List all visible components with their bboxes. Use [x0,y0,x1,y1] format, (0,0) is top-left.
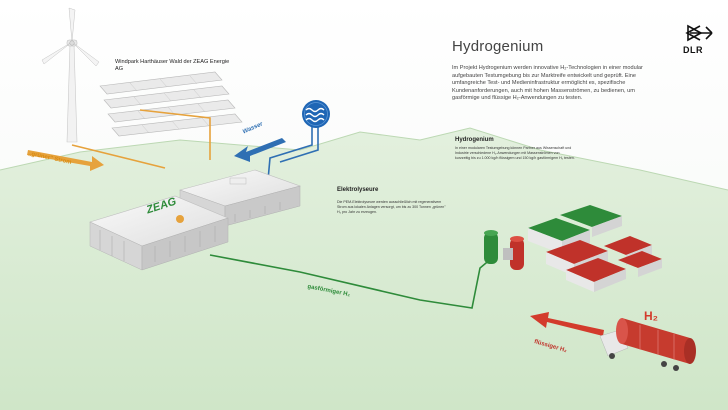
windpark-label: Windpark Harthäuser Wald der ZEAG Energi… [115,59,230,73]
electrolysis-text: Die PEM-Elektrolyseure werden ausschließ… [337,200,446,214]
h2-storage-tanks [484,230,524,270]
wasser-line [267,126,319,181]
truck-h2-label: H₂ [644,309,658,323]
electrolysis-heading: Elektrolyseure [337,187,379,193]
dlr-logo-text: DLR [683,45,703,55]
fluessig-arrow [530,312,604,336]
zeag-logo-dot [176,215,184,223]
gas-line [209,254,493,309]
hydrogenium-text: In einer modularen Testumgebung können P… [455,146,575,160]
strom-arrow [27,150,104,171]
electrolysis-building-front [89,195,229,271]
truck-icon [599,318,696,371]
hydrogenium-heading: Hydrogenium [455,137,494,143]
dlr-logo-icon [685,24,713,42]
page-title: Hydrogenium [452,38,544,55]
water-drop-icon [302,100,330,128]
intro-text: Im Projekt Hydrogenium werden innovative… [452,65,643,102]
ground-ridge [0,127,728,191]
solar-panel-icon [99,71,243,137]
wind-turbine-icon [41,7,100,143]
wasser-arrow [234,138,286,162]
test-modules [528,205,662,292]
strom-line [71,109,211,169]
